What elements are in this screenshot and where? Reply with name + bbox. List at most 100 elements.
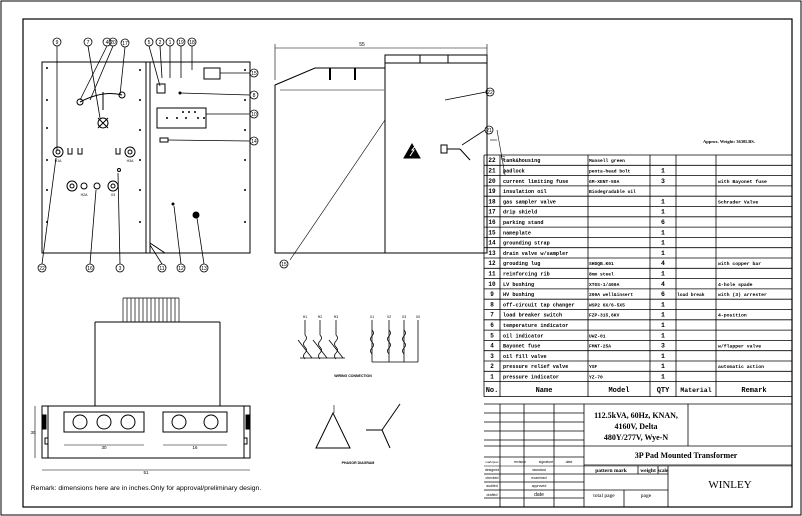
term-x3: X3 bbox=[402, 315, 406, 319]
scale-label: scale bbox=[658, 469, 669, 474]
bom-row-model: YZ-70 bbox=[589, 375, 603, 381]
bom-row-no: 13 bbox=[488, 250, 496, 257]
signature-header: signature bbox=[539, 460, 553, 464]
side-width-dim: 55 bbox=[359, 42, 365, 48]
bom-row-name: LV bushing bbox=[503, 282, 534, 288]
bom-row-name: temperature indicator bbox=[503, 323, 568, 329]
callout-17: 17 bbox=[122, 41, 128, 47]
front-view-callouts bbox=[37, 37, 259, 273]
bom-row-name: drip shield bbox=[503, 210, 537, 216]
bom-row-remark: 4-hole spade bbox=[718, 282, 753, 288]
bom-row-no: 12 bbox=[488, 260, 496, 267]
bom-row-no: 1 bbox=[490, 374, 494, 381]
bom-row-qty: 6 bbox=[661, 291, 665, 298]
remark-note: Remark: dimensions here are in inches.On… bbox=[31, 485, 262, 492]
bom-row-no: 14 bbox=[488, 240, 496, 247]
date-footer: date bbox=[534, 492, 544, 498]
bom-row-model: GM-XENT-50A bbox=[589, 179, 620, 185]
bom-row-no: 8 bbox=[490, 301, 494, 308]
callout-10: 10 bbox=[251, 112, 257, 118]
bom-row-name: load breaker switch bbox=[503, 313, 562, 319]
bom-row-model: FMNT-25A bbox=[589, 344, 611, 350]
wiring-terms: H1 H2 H3 X1 X2 X3 X0 bbox=[303, 315, 420, 319]
designed-label: designed bbox=[485, 468, 499, 472]
bom-row-model: SHDQB.K01 bbox=[589, 261, 614, 267]
total-page-label: total page bbox=[593, 493, 615, 499]
bom-row-model: FZP-315,6KV bbox=[589, 313, 620, 319]
front-view-callout-numbers: 9 7 4 20 17 5 2 1 19 18 15 8 10 14 22 16… bbox=[39, 40, 257, 272]
callout-11: 11 bbox=[159, 266, 164, 272]
bom-row-no: 19 bbox=[488, 188, 496, 195]
bom-header-qty: QTY bbox=[657, 387, 670, 395]
bom-row-qty: 4 bbox=[661, 260, 665, 267]
dim-total: 51 bbox=[143, 470, 149, 475]
term-h1: H1 bbox=[303, 315, 308, 319]
audited-label: audited bbox=[486, 484, 498, 488]
bom-row-name: Bayonet fuse bbox=[503, 344, 540, 350]
bom-row-qty: 1 bbox=[661, 353, 665, 360]
bom-row-qty: 1 bbox=[661, 271, 665, 278]
wiring-connection-label: WIRING CONNECTION bbox=[334, 374, 372, 378]
drafted-label: drafted bbox=[487, 493, 498, 497]
bushing-labels: H1A H3A H2A X3 bbox=[55, 159, 134, 197]
spec-line-1: 112.5kVA, 60Hz, KNAN, bbox=[594, 411, 678, 420]
bom-row-qty: 1 bbox=[661, 168, 665, 175]
callout-5: 5 bbox=[148, 40, 151, 46]
bom-row-no: 15 bbox=[488, 229, 496, 236]
bom-row-qty: 1 bbox=[661, 332, 665, 339]
phasor-diagram-label: PHASOR DIAGRAM bbox=[342, 461, 375, 465]
callout-4: 4 bbox=[106, 40, 109, 46]
bom-row-qty: 1 bbox=[661, 209, 665, 216]
bom-row-remark: automatic action bbox=[718, 364, 764, 370]
callout-8: 8 bbox=[253, 93, 256, 99]
bom-header-remark: Remark bbox=[741, 387, 766, 395]
bom-row-name: insulation oil bbox=[503, 189, 547, 195]
approved-label: approved bbox=[532, 484, 547, 488]
bom-row-material: load break bbox=[677, 292, 705, 298]
bom-row-no: 18 bbox=[488, 198, 496, 205]
bom-row-no: 3 bbox=[490, 353, 494, 360]
bom-row-name: pressure relief valve bbox=[503, 364, 568, 370]
bom-row-qty: 1 bbox=[661, 312, 665, 319]
callout-20: 20 bbox=[110, 40, 116, 46]
callout-22-side: 22 bbox=[487, 90, 493, 96]
bom-row-no: 9 bbox=[490, 291, 494, 298]
bom-row-name: drain valve w/sampler bbox=[503, 251, 568, 257]
bom-row-remark: 4-position bbox=[718, 313, 747, 319]
bom-row-qty: 1 bbox=[661, 322, 665, 329]
title-block-text: 112.5kVA, 60Hz, KNAN, 4160V, Delta 480Y/… bbox=[485, 411, 752, 499]
side-view-text: 55 47 22 21 15 bbox=[281, 42, 507, 268]
bom-row-qty: 1 bbox=[661, 301, 665, 308]
bom-row-name: grouding lug bbox=[503, 261, 540, 267]
bushing-h1a: H1A bbox=[55, 159, 62, 163]
bom-row-name: HV bushing bbox=[503, 292, 534, 298]
callout-15-front: 15 bbox=[251, 71, 257, 77]
callout-13: 13 bbox=[201, 266, 207, 272]
callout-22: 22 bbox=[39, 266, 45, 272]
approx-weight-note: Approx. Weight: 3630LBS. bbox=[703, 139, 755, 144]
phasor-diagram bbox=[315, 403, 401, 449]
bom-row-qty: 1 bbox=[661, 363, 665, 370]
callout-7: 7 bbox=[87, 40, 90, 46]
weight-label: weight bbox=[640, 468, 656, 474]
bom-row-no: 16 bbox=[488, 219, 496, 226]
callout-3: 3 bbox=[119, 266, 122, 272]
dim-right: 16 bbox=[192, 445, 198, 450]
term-h2: H2 bbox=[318, 315, 323, 319]
bom-row-model: 200A well&insert bbox=[589, 292, 633, 298]
standard-label: standard bbox=[532, 468, 546, 472]
spec-line-2: 4160V, Delta bbox=[615, 422, 658, 431]
callout-15-side: 15 bbox=[281, 262, 287, 268]
bom-row-remark: with (3) arrester bbox=[718, 292, 767, 298]
bushing-h2a: H2A bbox=[81, 193, 88, 197]
bom-row-no: 6 bbox=[490, 322, 494, 329]
bom-header-material: Material bbox=[680, 387, 711, 394]
bottom-view-dims: 30 16 51 30 bbox=[30, 430, 198, 475]
bushing-x3: X3 bbox=[111, 193, 115, 197]
bom-row-qty: 1 bbox=[661, 229, 665, 236]
bom-row-model: Biodegradable oil bbox=[589, 189, 636, 195]
bom-row-name: tank&housing bbox=[503, 158, 540, 164]
bom-row-remark: Schrader Valve bbox=[718, 199, 758, 205]
bom-row-qty: 1 bbox=[661, 240, 665, 247]
